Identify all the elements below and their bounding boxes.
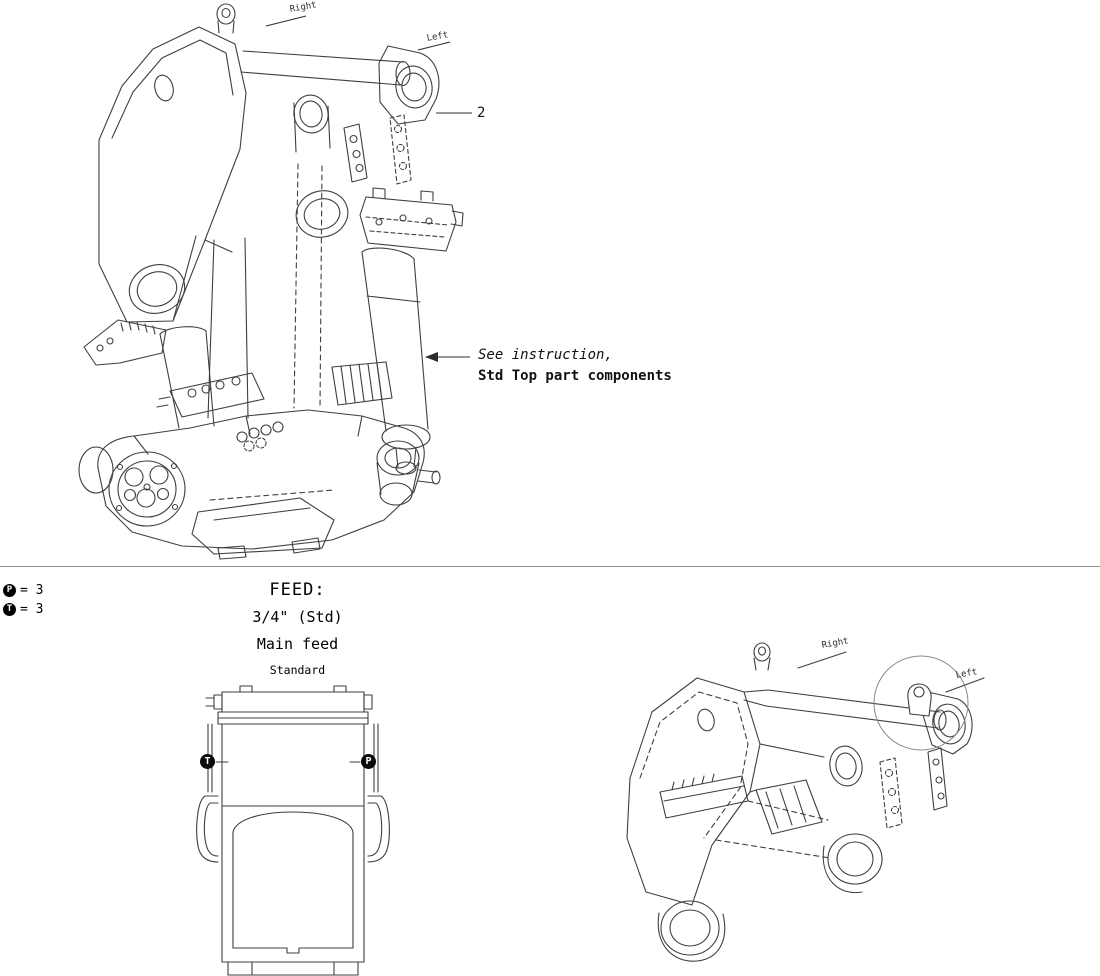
callout-2: 2 xyxy=(477,105,486,121)
multi-coupling-plate xyxy=(108,451,186,527)
section-divider xyxy=(0,566,1100,567)
right-hydraulic-cylinder xyxy=(361,247,431,475)
front-view-drawing xyxy=(196,685,390,976)
top-frame-detail-drawing xyxy=(626,642,985,962)
lifting-eye-detail xyxy=(907,683,932,717)
instruction-note-line1: See instruction, xyxy=(478,347,613,363)
tilt-actuator xyxy=(376,440,441,506)
feed-variant: Standard xyxy=(269,663,326,677)
port-t-marker: T xyxy=(200,754,215,769)
callout-lines xyxy=(265,15,472,362)
p-port-icon: P xyxy=(3,584,16,597)
feed-size: 3/4" (Std) xyxy=(252,608,343,626)
legend-t-row: T = 3 xyxy=(3,602,43,617)
lifting-eye xyxy=(216,3,236,34)
instruction-note-line2: Std Top part components xyxy=(478,368,672,384)
top-bracket xyxy=(359,187,464,252)
feed-name: Main feed xyxy=(256,635,339,653)
top-assembly-drawing xyxy=(78,3,464,560)
legend-p-row: P = 3 xyxy=(3,583,43,598)
legend-p-value: = 3 xyxy=(20,583,44,598)
feed-title: FEED: xyxy=(269,580,326,600)
feed-info-block: FEED: 3/4" (Std) Main feed Standard xyxy=(190,580,405,677)
t-port-icon: T xyxy=(3,603,16,616)
port-p-marker: P xyxy=(361,754,376,769)
legend-t-value: = 3 xyxy=(20,602,44,617)
detail-circle xyxy=(873,655,969,751)
